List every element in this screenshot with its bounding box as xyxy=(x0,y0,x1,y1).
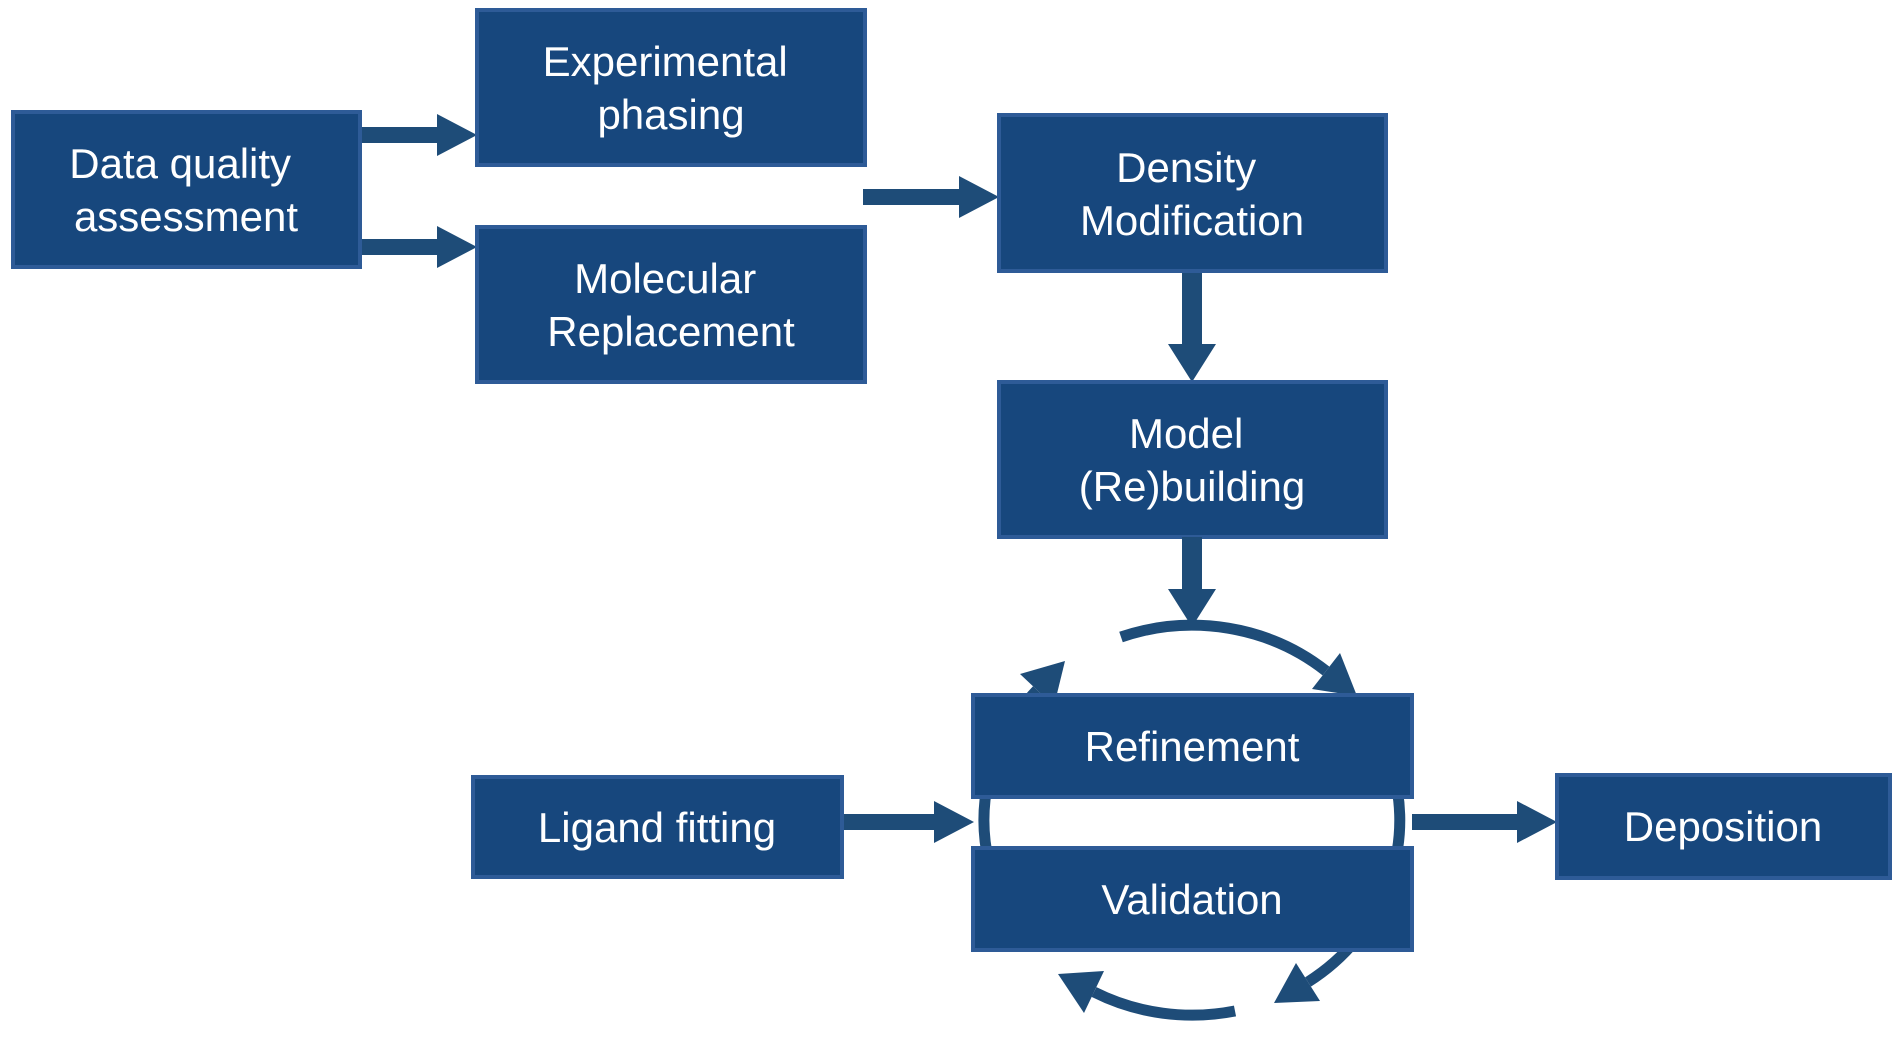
arrow-ligand-fitting-to-cycle xyxy=(842,801,974,843)
refinement-validation-cycle xyxy=(978,619,1406,1021)
molecular-replacement-box xyxy=(475,225,867,384)
experimental-phasing-label: Experimental phasing xyxy=(543,38,800,138)
cycle-arrowhead-bottom-right xyxy=(1274,963,1320,1003)
validation-box xyxy=(971,846,1414,952)
deposition-box xyxy=(1555,773,1892,880)
cycle-arrowhead-bottom-left xyxy=(1058,971,1104,1013)
validation-label: Validation xyxy=(1101,876,1282,923)
data-quality-assessment-box xyxy=(11,110,362,269)
node-model-rebuilding: Model (Re)building xyxy=(997,380,1388,539)
arrow-cycle-to-deposition xyxy=(1412,801,1557,843)
cycle-arc-bottom xyxy=(1091,987,1237,1021)
arrow-data-quality-to-molecular-replacement xyxy=(358,226,477,268)
arrow-phasing-to-density-modification xyxy=(863,176,999,218)
node-data-quality-assessment: Data quality assessment xyxy=(11,110,362,269)
ligand-fitting-box xyxy=(471,775,844,879)
cycle-arc-top xyxy=(1119,619,1330,676)
arrow-density-modification-to-model-rebuilding xyxy=(1168,271,1216,382)
node-experimental-phasing: Experimental phasing xyxy=(475,8,867,167)
ligand-fitting-label: Ligand fitting xyxy=(538,804,776,851)
arrow-data-quality-to-experimental-phasing xyxy=(358,114,477,156)
density-modification-box xyxy=(997,113,1388,273)
molecular-replacement-label: Molecular Replacement xyxy=(547,255,795,355)
node-deposition: Deposition xyxy=(1555,773,1892,880)
refinement-label: Refinement xyxy=(1085,723,1300,770)
data-quality-assessment-label: Data quality assessment xyxy=(69,140,302,240)
node-validation: Validation xyxy=(971,846,1414,952)
model-rebuilding-label: Model (Re)building xyxy=(1079,410,1305,510)
model-rebuilding-box xyxy=(997,380,1388,539)
node-ligand-fitting: Ligand fitting xyxy=(471,775,844,879)
node-density-modification: Density Modification xyxy=(997,113,1388,273)
node-refinement: Refinement xyxy=(971,693,1414,799)
deposition-label: Deposition xyxy=(1624,803,1822,850)
arrow-model-rebuilding-to-cycle xyxy=(1168,537,1216,627)
cycle-arrowhead-top-right xyxy=(1312,653,1357,696)
refinement-box xyxy=(971,693,1414,799)
node-molecular-replacement: Molecular Replacement xyxy=(475,225,867,384)
experimental-phasing-box xyxy=(475,8,867,167)
density-modification-label: Density Modification xyxy=(1080,144,1304,244)
